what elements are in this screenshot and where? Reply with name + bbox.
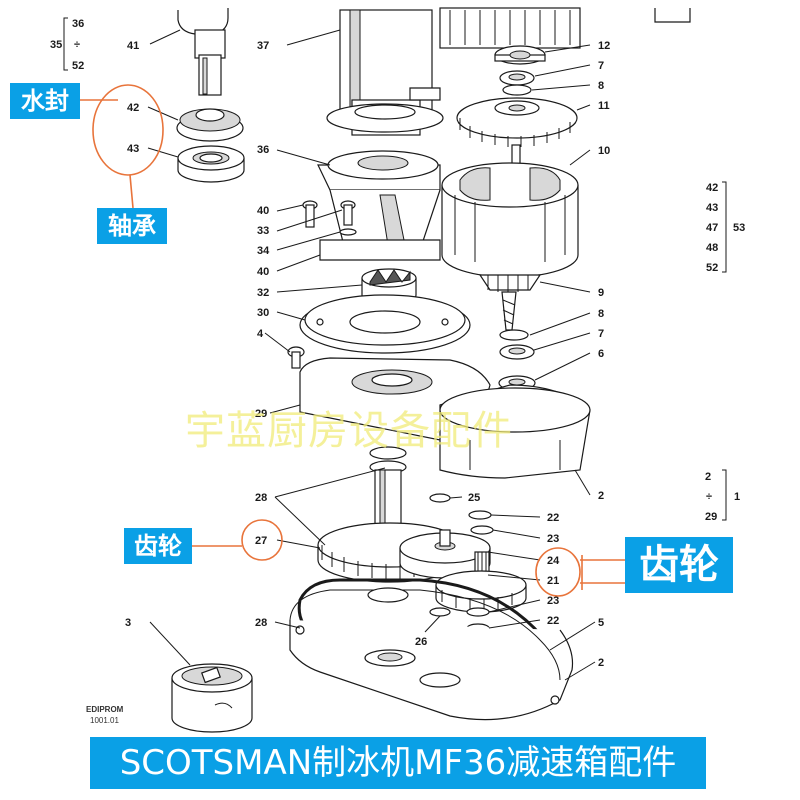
pn-40a: 40 <box>257 205 269 217</box>
pn-27: 27 <box>255 535 267 547</box>
pn-28b: 28 <box>255 617 267 629</box>
pn-g29: 29 <box>705 511 717 523</box>
part-28-ring <box>367 446 409 603</box>
pn-g43: 43 <box>706 202 718 214</box>
pn-37: 37 <box>257 40 269 52</box>
pn-40b: 40 <box>257 266 269 278</box>
pn-plus2: ÷ <box>706 491 712 503</box>
pn-33: 33 <box>257 225 269 237</box>
part-8-ring-top <box>502 84 532 96</box>
pn-29: 29 <box>255 408 267 420</box>
pn-28a: 28 <box>255 492 267 504</box>
label-gear-left: 齿轮 <box>124 528 192 564</box>
part-8-ring-lower <box>499 329 529 341</box>
part-2-upper-housing <box>439 384 591 479</box>
pn-6: 6 <box>598 348 604 360</box>
label-water-seal: 水封 <box>10 83 80 119</box>
pn-3: 3 <box>125 617 131 629</box>
pn-g42: 42 <box>706 182 718 194</box>
label-gear-right: 齿轮 <box>625 537 733 593</box>
pn-4: 4 <box>257 328 264 340</box>
pn-g52: 52 <box>706 262 718 274</box>
ediprom-code: 1001.01 <box>90 716 119 725</box>
pn-5: 5 <box>598 617 604 629</box>
pn-2b: 2 <box>598 657 604 669</box>
pn-g1: 1 <box>734 491 740 503</box>
gear-27-shaft <box>369 460 407 529</box>
pn-12: 12 <box>598 40 610 52</box>
part-11-gear-wheel <box>456 97 578 147</box>
part-26-washer <box>429 607 451 617</box>
motor-stator-top <box>439 7 691 49</box>
part-33-screw <box>340 200 356 226</box>
title-banner: SCOTSMAN制冰机MF36减速箱配件 <box>90 737 706 789</box>
part-25-washer <box>429 493 451 503</box>
pn-22b: 22 <box>547 615 559 627</box>
label-bearing: 轴承 <box>97 208 167 244</box>
pn-34: 34 <box>257 245 270 257</box>
part-43-bearing <box>177 145 245 183</box>
part-numbers: 36 35 ÷ 52 41 37 12 7 8 11 42 43 10 36 4… <box>50 18 745 669</box>
pn-23a: 23 <box>547 533 559 545</box>
pn-22a: 22 <box>547 512 559 524</box>
watermark-text: 宇蓝厨房设备配件 <box>185 408 513 454</box>
group-brackets <box>63 17 727 521</box>
part-22-washer-top <box>468 510 492 520</box>
pn-10: 10 <box>598 145 610 157</box>
pn-8b: 8 <box>598 308 604 320</box>
pn-52a: 52 <box>72 60 84 72</box>
pn-43: 43 <box>127 143 139 155</box>
pn-g53: 53 <box>733 222 745 234</box>
pn-41: 41 <box>127 40 139 52</box>
part-40-screw <box>302 200 318 228</box>
pn-7a: 7 <box>598 60 604 72</box>
ediprom-logo: EDIPROM <box>86 705 124 714</box>
pn-g47: 47 <box>706 222 718 234</box>
pn-36: 36 <box>257 144 269 156</box>
leader-lines <box>147 29 596 681</box>
part-36-bracket <box>317 150 441 261</box>
pn-plus1: ÷ <box>74 39 80 51</box>
pn-21: 21 <box>547 575 559 587</box>
pn-g48: 48 <box>706 242 718 254</box>
part-37-cylinder <box>326 9 444 136</box>
pn-g2: 2 <box>705 471 711 483</box>
part-30-plate <box>299 294 471 354</box>
pn-42: 42 <box>127 102 139 114</box>
pn-32: 32 <box>257 287 269 299</box>
pn-11: 11 <box>598 100 610 112</box>
pn-23b: 23 <box>547 595 559 607</box>
pn-2a: 2 <box>598 490 604 502</box>
part-41-shaft <box>177 8 229 96</box>
pn-8a: 8 <box>598 80 604 92</box>
pn-30: 30 <box>257 307 269 319</box>
pn-7b: 7 <box>598 328 604 340</box>
part-42-water-seal <box>176 108 244 142</box>
part-12-washer <box>494 45 546 65</box>
part-7-bearing-top <box>499 70 535 86</box>
part-24-gear <box>399 529 491 579</box>
highlight-circles <box>80 84 625 597</box>
part-3-capacitor <box>171 663 253 733</box>
part-23-washer-lower <box>466 607 490 617</box>
pn-9: 9 <box>598 287 604 299</box>
part-2-lower-housing <box>289 589 574 721</box>
pn-35: 35 <box>50 39 62 51</box>
part-10-rotor <box>441 144 579 331</box>
part-34-washer <box>339 228 357 236</box>
part-23-washer-top <box>470 525 494 535</box>
pn-25: 25 <box>468 492 480 504</box>
part-4-bolt <box>287 346 305 369</box>
part-7-bearing-lower <box>499 344 535 360</box>
pn-36a: 36 <box>72 18 84 30</box>
pn-24: 24 <box>547 555 560 567</box>
pn-26: 26 <box>415 636 427 648</box>
